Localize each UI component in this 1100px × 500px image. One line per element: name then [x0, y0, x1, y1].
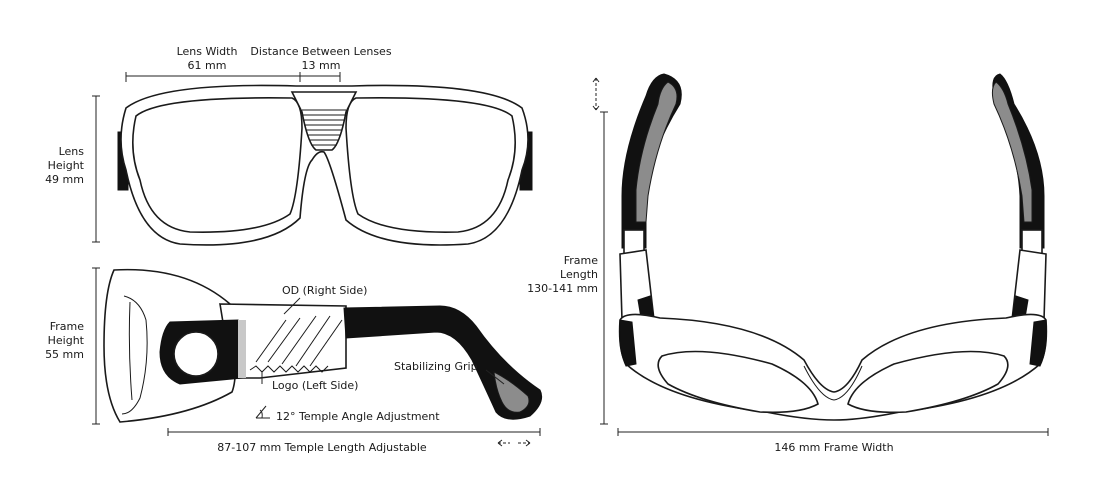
side-view — [103, 268, 543, 423]
side-notch-teeth — [249, 365, 329, 373]
top-right-lens — [847, 350, 1009, 414]
grip-leader-line — [485, 369, 505, 385]
top-left-end-piece — [619, 319, 637, 367]
distance-between-value: 13 mm — [302, 59, 341, 72]
distance-between-dimension — [300, 72, 341, 82]
lens-height-label-2: Height — [48, 159, 85, 172]
top-right-grip — [991, 81, 1033, 223]
frame-length-label-1: Frame — [564, 254, 599, 267]
lens-width-label: Lens Width — [177, 45, 238, 58]
distance-between-label: Distance Between Lenses — [250, 45, 391, 58]
logo-left-side-label: Logo (Left Side) — [272, 379, 358, 392]
lens-width-value: 61 mm — [188, 59, 227, 72]
frame-length-arrows — [592, 77, 600, 111]
temple-angle-icon — [255, 405, 270, 419]
frame-height-label-1: Frame — [50, 320, 85, 333]
top-view — [618, 73, 1048, 421]
frame-width-dimension — [617, 428, 1049, 436]
frame-height-value: 55 mm — [45, 348, 84, 361]
side-hinge-strip — [238, 320, 246, 378]
lens-height-dimension — [92, 95, 100, 243]
front-view — [117, 84, 533, 246]
top-left-grip — [635, 81, 678, 223]
front-right-lens — [345, 97, 516, 233]
top-nose-bridge — [803, 365, 863, 401]
frame-height-label-2: Height — [48, 334, 85, 347]
lens-height-value: 49 mm — [45, 173, 84, 186]
frame-length-dimension — [600, 111, 608, 425]
side-shield-inner — [121, 295, 148, 415]
od-leader-line — [283, 297, 301, 315]
side-adjustment-ribs — [255, 315, 343, 367]
side-hinge-screw — [173, 331, 219, 377]
lens-width-dimension — [125, 72, 301, 82]
side-temple-arm — [343, 305, 543, 420]
temple-angle-label: 12° Temple Angle Adjustment — [276, 410, 440, 423]
side-shield-inner-2 — [128, 301, 133, 401]
lens-height-label-1: Lens — [59, 145, 85, 158]
stabilizing-grip-label: Stabilizing Grip — [394, 360, 478, 373]
temple-length-arrows — [497, 439, 531, 447]
temple-length-dimension — [167, 428, 541, 436]
front-bridge-ridges — [302, 109, 346, 146]
front-left-lens — [132, 97, 303, 233]
frame-width-label: 146 mm Frame Width — [774, 441, 893, 454]
frame-length-label-2: Length — [560, 268, 598, 281]
stabilizing-grip-pad — [493, 371, 530, 413]
top-left-lens — [657, 350, 819, 414]
top-right-end-piece — [1029, 319, 1047, 367]
frame-length-value: 130-141 mm — [527, 282, 598, 295]
frame-height-dimension — [92, 267, 100, 425]
temple-length-label: 87-107 mm Temple Length Adjustable — [217, 441, 427, 454]
od-right-side-label: OD (Right Side) — [282, 284, 367, 297]
